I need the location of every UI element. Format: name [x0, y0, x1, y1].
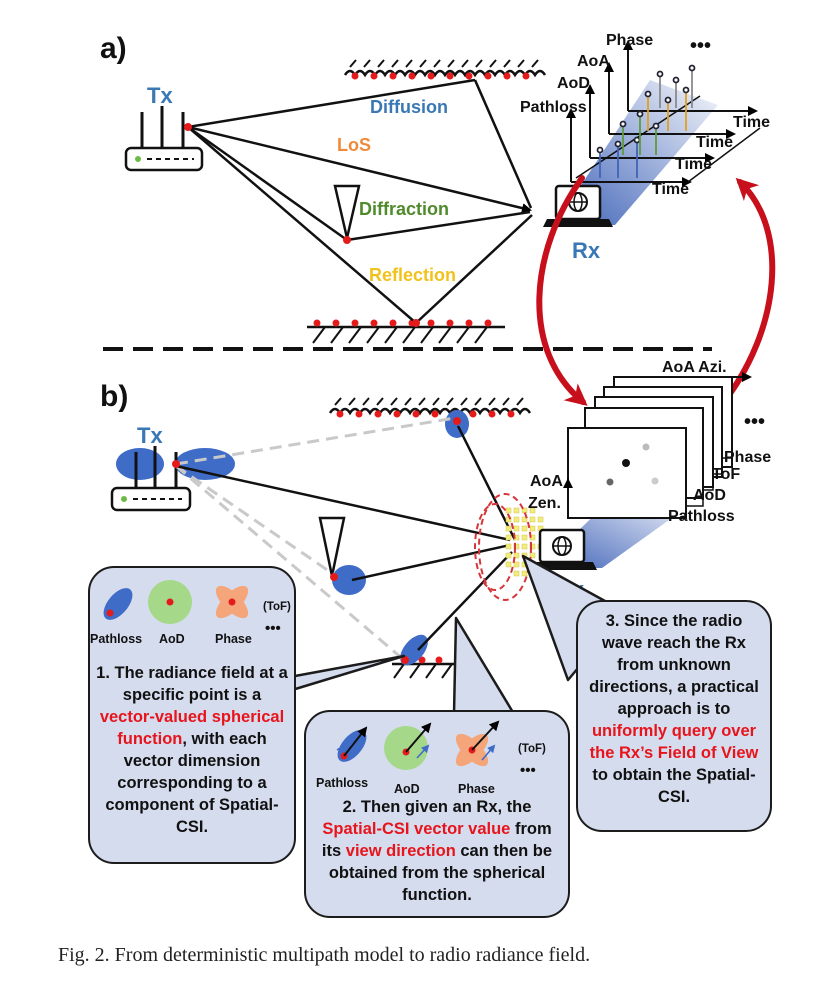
diffraction-wedge [333, 184, 361, 239]
icon2-tof-label: (ToF) [518, 743, 546, 755]
diffusion-label: Diffusion [370, 97, 448, 117]
stack-aoa-zen-label-2: Zen. [528, 495, 561, 512]
csi-time-axes [566, 40, 761, 187]
axis-phase-label: Phase [606, 32, 653, 49]
icon2-pathloss-label: Pathloss [316, 776, 369, 790]
diffraction-label: Diffraction [359, 199, 449, 219]
axis-ellipsis-a: ••• [690, 35, 711, 57]
rays-b [175, 425, 517, 651]
diffraction-lobe [332, 565, 366, 595]
icon-ellipsis: ••• [265, 620, 281, 637]
rx-fov-ellipses [474, 493, 532, 601]
figure-caption: Fig. 2. From deterministic multipath mod… [58, 944, 591, 966]
icon-aod-label: AoD [159, 632, 185, 646]
box2-highlight-1: Spatial-CSI vector value [322, 820, 511, 838]
callout-box-2: Pathloss AoD Phase (ToF) ••• 2. Then giv… [304, 710, 570, 918]
axis-time-label-1: Time [652, 181, 689, 198]
stack-arrows [563, 372, 752, 518]
box1-text: 1. The radiance field at a specific poin… [96, 664, 288, 836]
stack-tof-label: ToF [712, 466, 740, 483]
icon2-phase-label: Phase [458, 782, 495, 796]
axis-time-label-4: Time [733, 114, 770, 131]
stack-aoa-zen-label-1: AoA [530, 473, 563, 490]
icon2-aod-label: AoD [394, 782, 420, 796]
stack-phase-label: Phase [724, 449, 771, 466]
icon-phase-label: Phase [215, 632, 252, 646]
multipath-rays [187, 78, 533, 324]
reflection-label: Reflection [369, 265, 456, 285]
axis-aod-label: AoD [557, 75, 590, 92]
axis-pathloss-label: Pathloss [520, 99, 587, 116]
callout-box-3: 3. Since the radio wave reach the Rx fro… [576, 600, 772, 832]
los-label: LoS [337, 135, 371, 155]
callout-box-1: Pathloss AoD Phase (ToF) ••• 1. The radi… [88, 566, 296, 864]
box3-highlight: uniformly query over the Rx’s Field of V… [589, 722, 759, 762]
stack-ellipsis: ••• [744, 411, 765, 433]
router-icon [124, 106, 204, 172]
axis-time-label-2: Time [675, 156, 712, 173]
diffraction-wedge-b [318, 516, 346, 577]
axis-aoa-label: AoA [577, 53, 610, 70]
icon-tof-label: (ToF) [263, 601, 291, 613]
box1-highlight: vector-valued spherical function [99, 708, 285, 748]
callout-pointer-2 [452, 616, 516, 716]
tx-label-a: Tx [147, 83, 173, 108]
laptop-icon-b [527, 528, 597, 570]
frame-dots [606, 443, 659, 486]
panel-a-label: a) [100, 32, 127, 65]
pathloss-lobe-icon [103, 588, 133, 620]
tx-lobe-left [116, 448, 164, 480]
csi-impulses [596, 64, 696, 178]
callout-pointer-1 [290, 654, 406, 692]
stack-aoa-azi-label: AoA Azi. [662, 359, 727, 376]
tx-label-b: Tx [137, 423, 163, 448]
stack-aod-label: AoD [693, 487, 726, 504]
dashed-query-rays [175, 416, 456, 662]
box2-text: 2. Then given an Rx, the Spatial-CSI vec… [321, 798, 553, 904]
view-direction-icons [336, 720, 500, 770]
stack-pathloss-label: Pathloss [668, 508, 735, 525]
box2-highlight-2: view direction [345, 842, 456, 860]
rx-label-a: Rx [572, 238, 601, 263]
axis-time-label-3: Time [696, 134, 733, 151]
stack-leader-lines [686, 420, 733, 507]
diffusion-surface [343, 59, 547, 80]
spherical-function-icons [103, 580, 249, 624]
csi-frame-stack [567, 376, 733, 519]
reflection-surface [307, 319, 505, 344]
router-icon-b [110, 446, 192, 512]
diffusion-surface-b [328, 397, 532, 418]
icon-pathloss-label: Pathloss [90, 632, 143, 646]
panel-b-label: b) [100, 380, 128, 413]
icon2-ellipsis: ••• [520, 762, 536, 779]
